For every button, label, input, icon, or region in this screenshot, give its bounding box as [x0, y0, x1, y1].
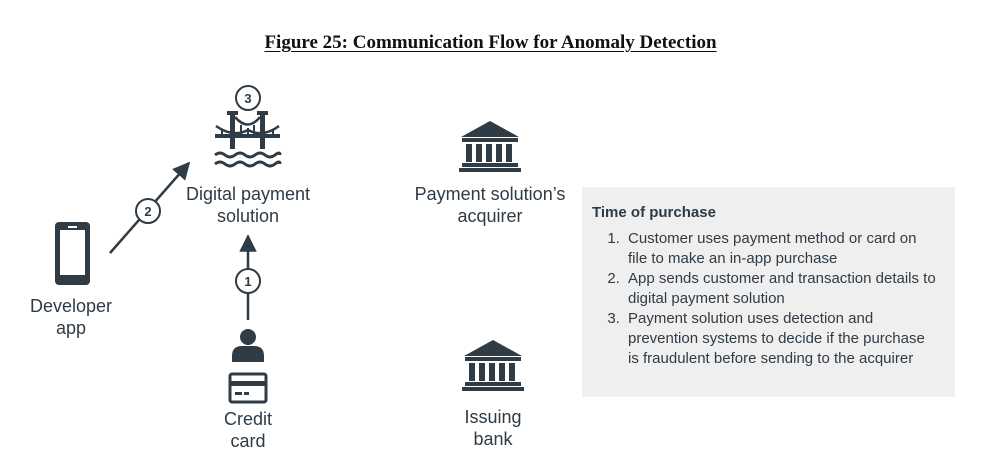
credit-card-label-line2: card: [230, 431, 266, 451]
issuing-bank-icon: [462, 340, 524, 391]
steps-list: Customer uses payment method or card on …: [592, 229, 939, 369]
person-icon: [232, 329, 264, 362]
acquirer-bank-icon: [459, 121, 521, 172]
developer-app-label-line1: Developer: [29, 296, 113, 316]
step-1-number: 1: [244, 274, 251, 289]
step-3-badge: 3: [235, 85, 261, 111]
bridge-icon: [214, 111, 282, 168]
time-of-purchase-panel: Time of purchase Customer uses payment m…: [582, 187, 955, 397]
issuing-bank-label-line2: bank: [473, 429, 513, 449]
step-3-text: Payment solution uses detection and prev…: [624, 309, 939, 369]
step-3-number: 3: [244, 91, 251, 106]
smartphone-icon: [55, 222, 90, 285]
developer-app-label-line2: app: [55, 318, 87, 338]
panel-title: Time of purchase: [592, 204, 716, 221]
digital-payment-label: Digital payment solution: [168, 183, 328, 227]
step-1-text: Customer uses payment method or card on …: [624, 229, 939, 269]
step-1-badge: 1: [235, 268, 261, 294]
developer-app-label: Developer app: [16, 295, 126, 339]
step-2-text: App sends customer and transaction detai…: [624, 269, 939, 309]
figure-title: Figure 25: Communication Flow for Anomal…: [264, 32, 717, 53]
digital-payment-label-line2: solution: [216, 206, 280, 226]
step-2-number: 2: [144, 204, 151, 219]
step-2-badge: 2: [135, 198, 161, 224]
digital-payment-label-line1: Digital payment: [185, 184, 311, 204]
credit-card-icon: [228, 372, 268, 404]
acquirer-label-line1: Payment solution’s: [414, 184, 566, 204]
acquirer-label: Payment solution’s acquirer: [400, 183, 580, 227]
acquirer-label-line2: acquirer: [457, 206, 523, 226]
credit-card-label: Credit card: [200, 408, 296, 452]
issuing-bank-label-line1: Issuing: [464, 407, 522, 427]
credit-card-label-line1: Credit: [223, 409, 272, 429]
issuing-bank-label: Issuing bank: [440, 406, 546, 450]
